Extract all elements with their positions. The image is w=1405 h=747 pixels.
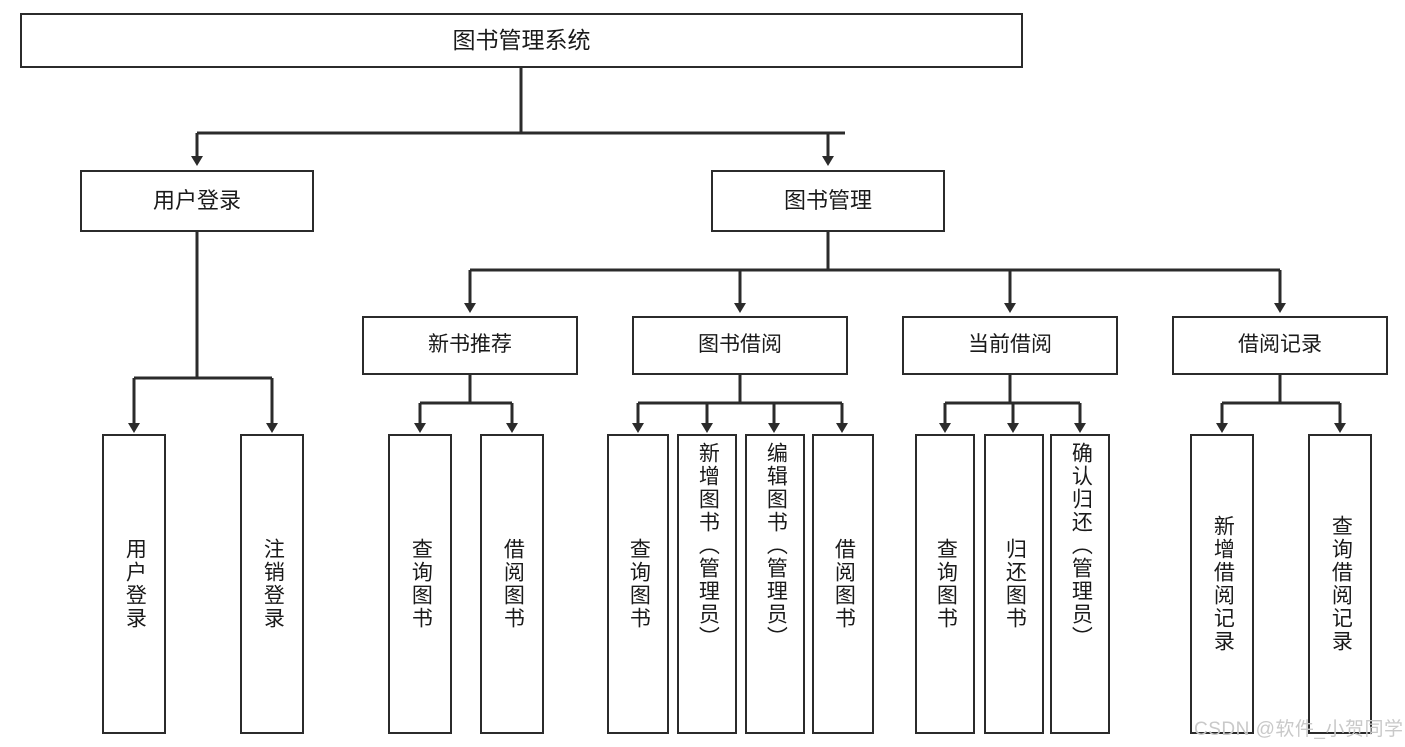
node-user-login[interactable]: 用户登录	[80, 170, 314, 232]
leaf-borrow-book-recommend[interactable]: 借阅图书	[480, 434, 544, 734]
node-new-book-recommend[interactable]: 新书推荐	[362, 316, 578, 375]
leaf-query-borrow-record[interactable]: 查询借阅记录	[1308, 434, 1372, 734]
csdn-watermark: CSDN @软件_小贺同学	[1194, 719, 1404, 740]
leaf-query-book-current[interactable]: 查询图书	[915, 434, 975, 734]
node-root-system[interactable]: 图书管理系统	[20, 13, 1023, 68]
node-book-management[interactable]: 图书管理	[711, 170, 945, 232]
node-current-borrow[interactable]: 当前借阅	[902, 316, 1118, 375]
leaf-confirm-return-admin[interactable]: 确认归还（管理员）	[1050, 434, 1110, 734]
leaf-borrow-book[interactable]: 借阅图书	[812, 434, 874, 734]
node-borrow-record[interactable]: 借阅记录	[1172, 316, 1388, 375]
leaf-add-borrow-record[interactable]: 新增借阅记录	[1190, 434, 1254, 734]
node-book-borrow[interactable]: 图书借阅	[632, 316, 848, 375]
leaf-query-book-recommend[interactable]: 查询图书	[388, 434, 452, 734]
leaf-add-book-admin[interactable]: 新增图书（管理员）	[677, 434, 737, 734]
leaf-edit-book-admin[interactable]: 编辑图书（管理员）	[745, 434, 805, 734]
leaf-user-login[interactable]: 用户登录	[102, 434, 166, 734]
leaf-return-book[interactable]: 归还图书	[984, 434, 1044, 734]
leaf-user-logout[interactable]: 注销登录	[240, 434, 304, 734]
leaf-query-book-borrow[interactable]: 查询图书	[607, 434, 669, 734]
